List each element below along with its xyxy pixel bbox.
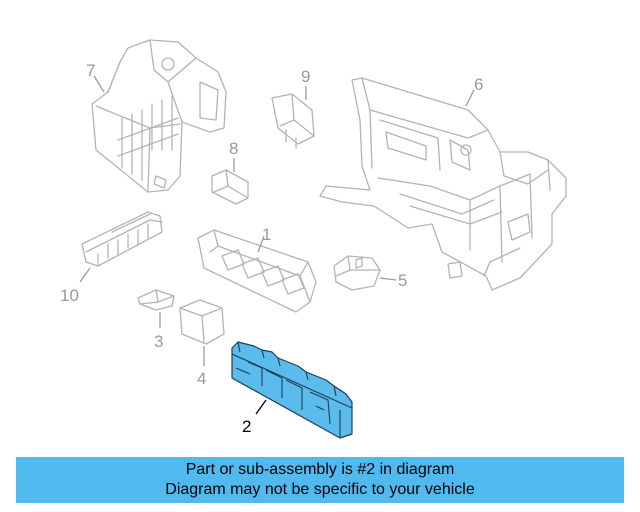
- part-8-fuse[interactable]: [211, 169, 249, 205]
- part-1-fuse-block[interactable]: [197, 229, 317, 313]
- leader-6: [465, 89, 475, 107]
- part-3-clip[interactable]: [137, 289, 175, 311]
- callout-4: 4: [197, 369, 206, 388]
- leader-1: [257, 235, 265, 253]
- info-banner: Part or sub-assembly is #2 in diagram Di…: [16, 457, 624, 503]
- callout-1: 1: [262, 225, 271, 244]
- callout-3: 3: [154, 332, 163, 351]
- part-6-bracket[interactable]: [319, 77, 567, 291]
- part-7-fuse-box[interactable]: [91, 39, 227, 193]
- callout-9: 9: [301, 67, 310, 86]
- callout-7: 7: [86, 61, 95, 80]
- parts-diagram: 7 9 8 6: [60, 39, 567, 439]
- leader-10: [79, 267, 91, 283]
- leader-2: [255, 399, 267, 415]
- part-9-relay[interactable]: [271, 93, 315, 149]
- banner-line-1: Part or sub-assembly is #2 in diagram: [185, 461, 455, 478]
- part-4-relay-cube[interactable]: [179, 299, 225, 345]
- part-2-highlighted[interactable]: [231, 341, 353, 439]
- part-10-connector[interactable]: [81, 211, 163, 267]
- callout-10: 10: [60, 286, 79, 305]
- banner-line-2: Diagram may not be specific to your vehi…: [165, 481, 475, 498]
- leader-5: [379, 277, 397, 281]
- callout-6: 6: [474, 75, 483, 94]
- callout-8: 8: [229, 139, 238, 158]
- leader-7: [93, 75, 105, 93]
- part-5-relay[interactable]: [333, 255, 381, 291]
- callout-2: 2: [242, 417, 251, 436]
- callout-5: 5: [398, 271, 407, 290]
